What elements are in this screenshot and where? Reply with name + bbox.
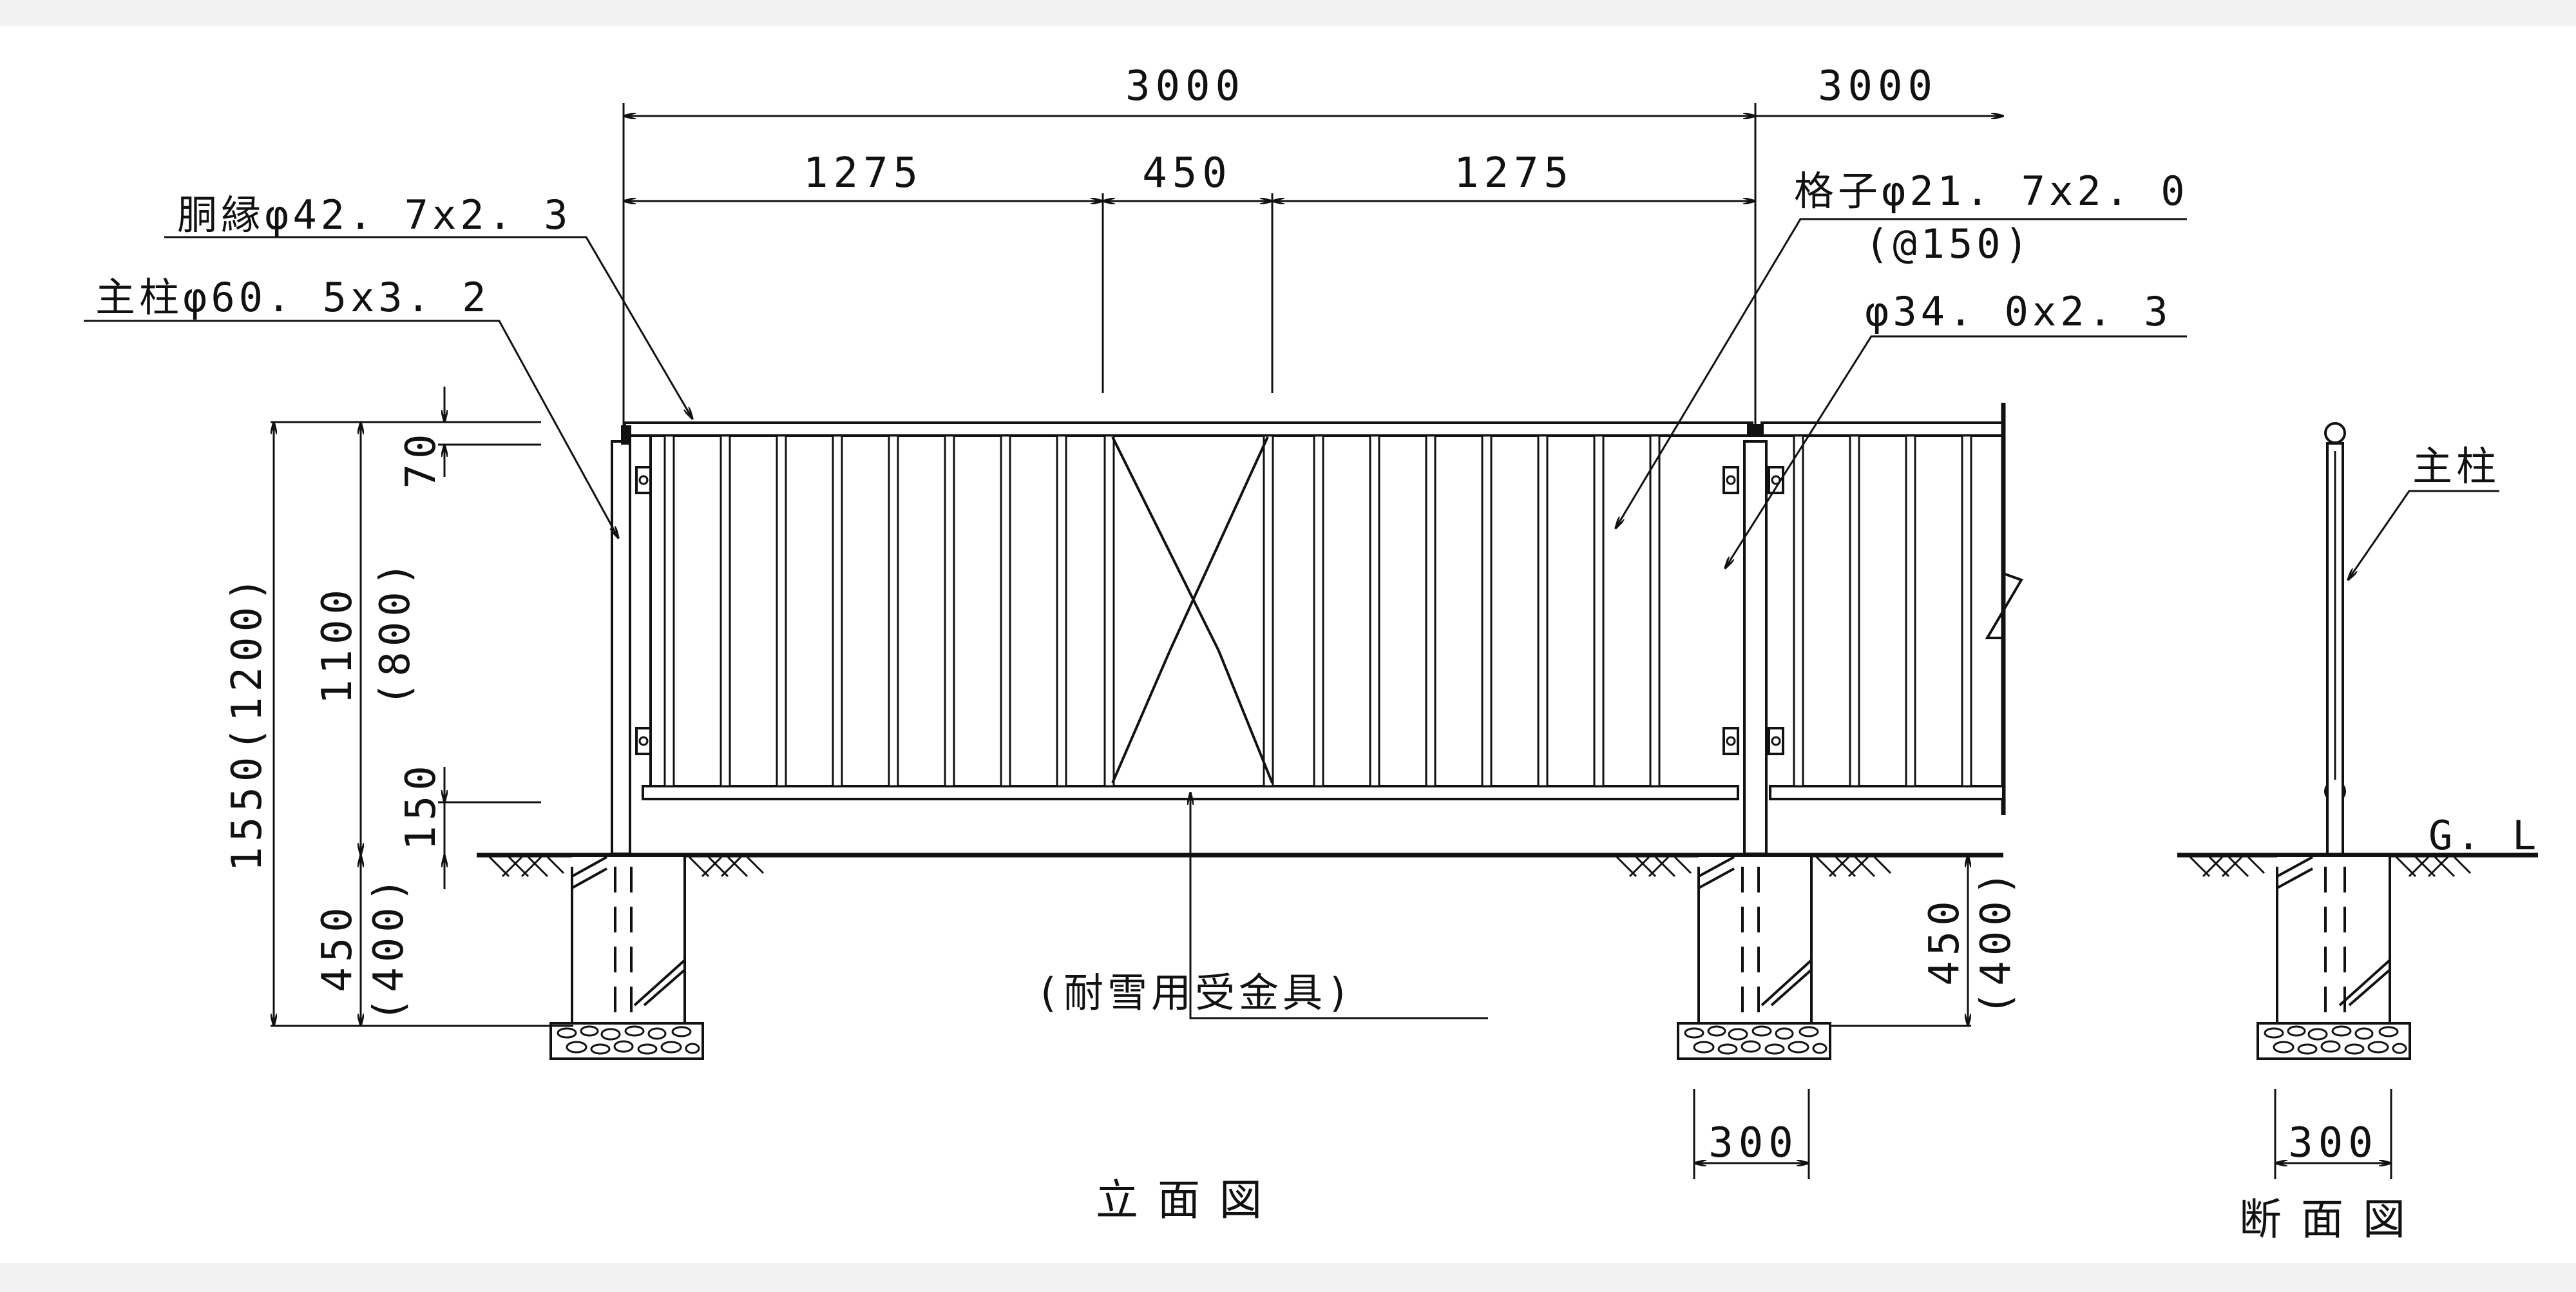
dim-top-offset: 70 xyxy=(397,429,445,488)
main-post-left xyxy=(611,440,631,855)
label-main-post: 主柱φ60. 5x3. 2 xyxy=(95,274,490,321)
label-section-post: 主柱 xyxy=(2412,443,2500,490)
lattice-bars xyxy=(663,434,1972,787)
lattice-bar xyxy=(776,434,787,787)
footing-right xyxy=(1677,856,1831,1060)
dim-total-span: 3000 xyxy=(1125,63,1245,110)
label-lattice-pitch: (@150) xyxy=(1865,220,2032,267)
label-snow-bracket: (耐雪用受金具) xyxy=(1036,969,1355,1016)
dim-section-footing-width: 300 xyxy=(2288,1119,2378,1167)
left-dimensions: 1550(1200) 1100 (800) 70 150 450 (400) xyxy=(224,387,573,1027)
lattice-bar xyxy=(944,434,955,787)
lattice-bar xyxy=(1793,434,1804,787)
lattice-bar xyxy=(1537,434,1549,787)
paper xyxy=(0,26,2576,1263)
section-view: 主柱 G. L 300 xyxy=(2177,422,2540,1179)
lattice-bar xyxy=(1593,434,1605,787)
dim-fence-height-alt: (800) xyxy=(372,557,419,707)
right-dimensions: 450 (400) 300 xyxy=(1693,855,2020,1179)
caption-section: 断面図 xyxy=(2239,1195,2425,1244)
lattice-bar xyxy=(1313,434,1324,787)
dim-footing-width: 300 xyxy=(1708,1119,1798,1167)
lattice-bar xyxy=(1849,434,1860,787)
lattice-bar xyxy=(1000,434,1011,787)
dim-overall-height: 1550(1200) xyxy=(224,572,271,871)
lattice-bar xyxy=(1905,434,1916,787)
label-top-rail: 胴縁φ42. 7x2. 3 xyxy=(177,191,572,238)
top-rail xyxy=(624,421,1753,437)
lattice-bar xyxy=(1056,434,1067,787)
dim-bottom-offset: 150 xyxy=(397,760,445,851)
lattice-bar xyxy=(888,434,899,787)
dim-embed-left: 450 xyxy=(314,902,361,992)
footing-left xyxy=(549,856,704,1060)
dim-right-bay: 1275 xyxy=(1454,149,1574,197)
lattice-bar xyxy=(1961,434,1972,787)
lattice-bar xyxy=(832,434,843,787)
dim-embed-right-alt: (400) xyxy=(1972,866,2020,1016)
lattice-bar xyxy=(1263,434,1274,787)
dim-center-bay: 450 xyxy=(1142,149,1232,197)
lattice-bar xyxy=(720,434,731,787)
dim-fence-height: 1100 xyxy=(314,584,361,704)
dim-next-span: 3000 xyxy=(1818,63,1938,110)
lattice-bar xyxy=(663,434,675,787)
label-ground-level: G. L xyxy=(2428,812,2540,859)
main-post-right xyxy=(1743,440,1768,855)
dim-left-bay: 1275 xyxy=(803,149,923,197)
brace xyxy=(1111,436,1220,651)
label-lattice: 格子φ21. 7x2. 0 xyxy=(1794,168,2189,215)
callouts: 胴縁φ42. 7x2. 3 主柱φ60. 5x3. 2 格子φ21. 7x2. … xyxy=(84,168,2189,1019)
caption-elevation: 立面図 xyxy=(1096,1175,1281,1225)
dim-embed-right: 450 xyxy=(1921,896,1969,986)
lattice-bar xyxy=(1103,434,1115,787)
lattice-bar xyxy=(1425,434,1436,787)
lattice-bar xyxy=(1369,434,1380,787)
lattice-bar xyxy=(1649,434,1661,787)
top-dimensions: 3000 3000 1275 450 1275 xyxy=(622,63,2003,425)
label-brace: φ34. 0x2. 3 xyxy=(1865,288,2172,335)
lattice-bar xyxy=(1481,434,1493,787)
dim-embed-left-alt: (400) xyxy=(365,873,413,1023)
